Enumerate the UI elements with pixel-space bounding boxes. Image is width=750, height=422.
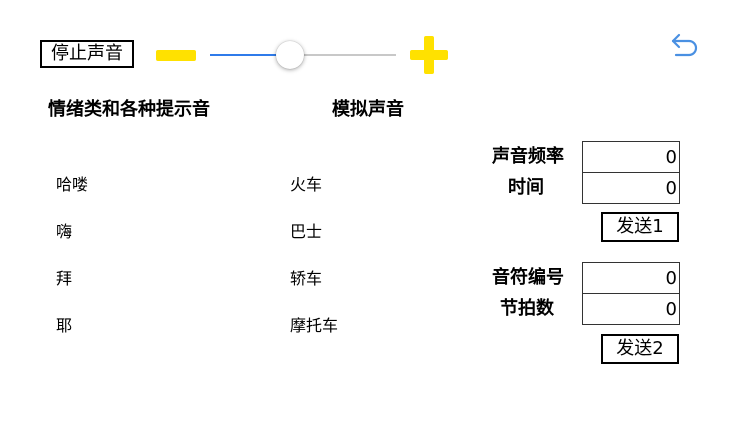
volume-down-button[interactable]	[156, 50, 196, 62]
slider-thumb[interactable]	[275, 41, 304, 69]
send-2-button[interactable]: 发送2	[601, 334, 679, 364]
emotion-item-hello[interactable]: 哈喽	[56, 175, 89, 194]
emotion-section-title: 情绪类和各种提示音	[48, 99, 210, 120]
simulated-item-bus[interactable]: 巴士	[290, 222, 323, 241]
simulated-item-car[interactable]: 轿车	[290, 269, 323, 288]
minus-icon	[156, 50, 196, 61]
slider-fill	[210, 54, 290, 56]
emotion-item-yeah[interactable]: 耶	[56, 316, 73, 335]
beats-field[interactable]	[582, 293, 680, 325]
simulated-item-train[interactable]: 火车	[290, 175, 323, 194]
back-button[interactable]	[670, 32, 702, 60]
emotion-item-hi[interactable]: 嗨	[56, 222, 73, 241]
frequency-label: 声音频率	[492, 146, 564, 167]
stop-sound-button[interactable]: 停止声音	[40, 40, 134, 68]
volume-up-button[interactable]	[410, 36, 448, 74]
simulated-item-motorcycle[interactable]: 摩托车	[290, 316, 339, 335]
volume-slider[interactable]	[210, 40, 396, 70]
note-number-field[interactable]	[582, 262, 680, 294]
time-field[interactable]	[582, 172, 680, 204]
note-number-label: 音符编号	[492, 267, 564, 288]
beats-label: 节拍数	[500, 298, 554, 319]
back-arrow-icon	[671, 33, 698, 57]
simulated-section-title: 模拟声音	[332, 99, 404, 120]
emotion-item-bye[interactable]: 拜	[56, 269, 73, 288]
time-label: 时间	[508, 177, 544, 198]
send-1-button[interactable]: 发送1	[601, 212, 679, 242]
frequency-field[interactable]	[582, 141, 680, 173]
